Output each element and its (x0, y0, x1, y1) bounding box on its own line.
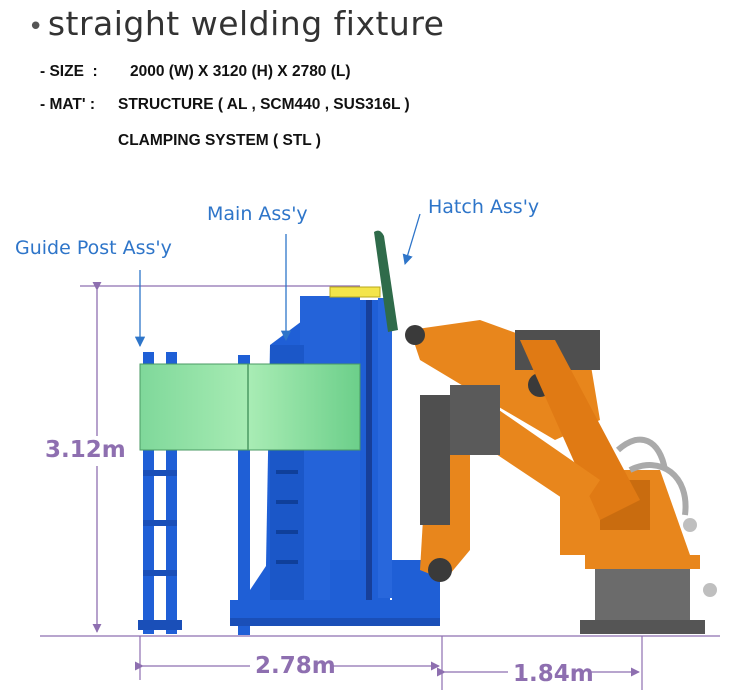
height-dimension-label: 3.12m (45, 437, 126, 463)
robot-length-label-background (508, 660, 588, 688)
hatch-callout-arrow (402, 213, 421, 265)
spec-size-value: 2000 (W) X 3120 (H) X 2780 (L) (130, 63, 351, 80)
robot-length-dimension-label: 1.84m (513, 661, 594, 687)
spec-mat-value-2: CLAMPING SYSTEM ( STL ) (118, 132, 321, 149)
hatch-callout-label: Hatch Ass'y (428, 196, 540, 218)
title-bullet: • (28, 12, 44, 42)
spec-mat-value: STRUCTURE ( AL , SCM440 , SUS316L ) (118, 96, 410, 113)
height-label-background (40, 436, 118, 466)
welding-robot (405, 320, 717, 634)
length-label-background (250, 652, 330, 680)
hatch-assembly (374, 230, 398, 598)
clamping-panel (139, 363, 361, 451)
spec-mat-label: - MAT' : (40, 96, 96, 113)
length-dimension-label: 2.78m (255, 653, 336, 679)
main-callout-label: Main Ass'y (207, 203, 308, 225)
spec-size-label: - SIZE : (40, 63, 98, 80)
title-text: straight welding fixture (47, 4, 445, 43)
page-title: •straight welding fixture (28, 4, 444, 43)
guide-post-callout-label: Guide Post Ass'y (15, 237, 172, 259)
